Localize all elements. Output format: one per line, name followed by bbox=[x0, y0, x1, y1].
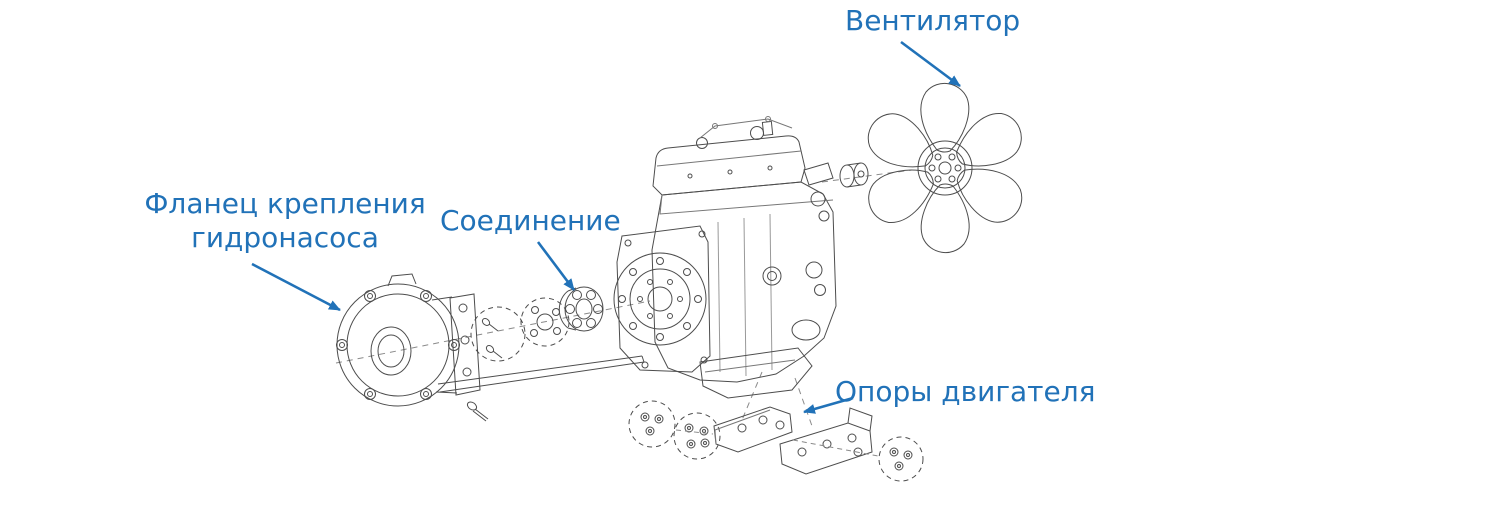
label-flange-line1: Фланец крепления bbox=[144, 187, 426, 220]
fan-hub bbox=[917, 140, 973, 196]
flange-top-tab bbox=[387, 273, 417, 287]
mount-bracket-right bbox=[779, 407, 873, 475]
mount-bolts-left bbox=[640, 412, 710, 449]
label-fan: Вентилятор bbox=[845, 4, 1021, 37]
valve-cover bbox=[652, 135, 806, 196]
flange-bolt-bosses bbox=[336, 290, 460, 400]
flywheel-housing bbox=[616, 225, 711, 373]
label-engine-mounts: Опоры двигателя bbox=[835, 375, 1096, 408]
engine-mounts-drawing bbox=[628, 400, 924, 482]
adapter-plate bbox=[449, 293, 481, 396]
label-flange: Фланец крепления гидронасоса bbox=[140, 187, 430, 255]
axis-engine-to-mounts-2 bbox=[794, 377, 813, 427]
support-brace bbox=[437, 355, 645, 393]
engine-drawing bbox=[613, 116, 837, 399]
arrow-flange bbox=[251, 262, 341, 312]
callout-arrows bbox=[251, 40, 961, 414]
starter-motor bbox=[791, 319, 821, 341]
arrow-fan bbox=[900, 40, 961, 88]
fan-pulley-drawing bbox=[839, 162, 869, 188]
disc-bolts bbox=[481, 318, 503, 359]
oil-filler-cap bbox=[750, 126, 764, 140]
arrow-mounts bbox=[803, 396, 854, 414]
injection-pump bbox=[810, 191, 826, 207]
fan-blades bbox=[867, 83, 1023, 253]
flywheel bbox=[613, 252, 707, 346]
axis-flange-to-flywheel bbox=[335, 300, 651, 364]
label-coupling: Соединение bbox=[440, 204, 621, 237]
arrow-coupling bbox=[536, 241, 576, 291]
intake-flange bbox=[803, 162, 834, 186]
oil-pan bbox=[699, 347, 813, 399]
lift-hook bbox=[761, 120, 774, 136]
breather-cap bbox=[696, 137, 708, 149]
fan-drawing bbox=[867, 83, 1023, 253]
coupling-drawing bbox=[558, 286, 604, 332]
axis-engine-to-fan bbox=[821, 169, 913, 183]
assembly-axis-lines bbox=[335, 169, 913, 427]
label-flange-line2: гидронасоса bbox=[191, 221, 379, 255]
flange-bolt bbox=[466, 401, 489, 422]
mount-bracket-left bbox=[713, 406, 793, 453]
mount-bolts-right bbox=[889, 447, 913, 471]
fuel-lines bbox=[699, 118, 793, 139]
axis-engine-to-mounts-1 bbox=[741, 371, 763, 421]
flange-housing-drawing bbox=[336, 273, 645, 422]
coupling-discs-drawing bbox=[470, 297, 570, 362]
